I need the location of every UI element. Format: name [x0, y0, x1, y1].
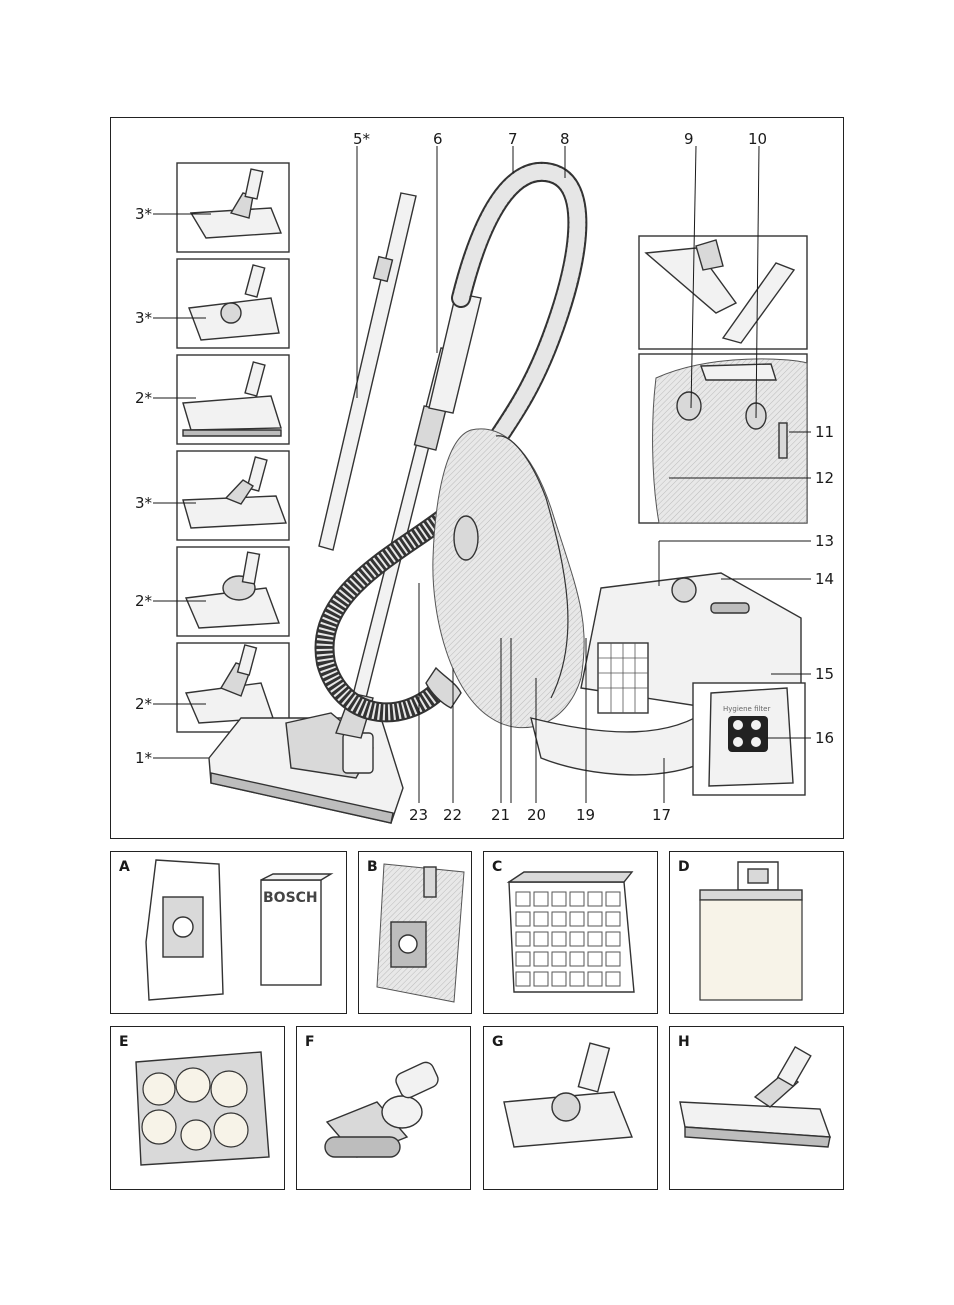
suction-tube-icon	[335, 292, 482, 739]
accessory-panel-g: G	[483, 1026, 658, 1190]
accessory-panel-f: F	[296, 1026, 471, 1190]
vacuum-top-detail-icon	[652, 358, 808, 524]
dust-bag-b-icon	[376, 863, 465, 1003]
main-figure-frame: Hygiene filter	[110, 117, 844, 839]
callout-label: 11	[815, 423, 835, 441]
panel-letter: F	[305, 1034, 315, 1050]
callout-label: 19	[576, 806, 596, 824]
turbo-nozzle-icon	[188, 264, 280, 341]
callout-label: 3*	[135, 494, 153, 512]
panel-letter: H	[678, 1034, 690, 1050]
callout-label: 20	[527, 806, 547, 824]
accessory-panel-b: B	[358, 851, 472, 1014]
accessory-panel-h: H	[669, 1026, 844, 1190]
callout-label: 3*	[135, 309, 153, 327]
accessory-panel-d: D	[669, 851, 844, 1014]
panel-letter: C	[492, 859, 503, 875]
accessory-panel-a: A BOSCH	[110, 851, 347, 1014]
panel-letter: A	[119, 859, 130, 875]
upholstery-nozzle-icon	[189, 168, 283, 239]
callout-label: 1*	[135, 749, 153, 767]
callout-label: 22	[443, 806, 463, 824]
panel-letter: E	[119, 1034, 129, 1050]
motor-protection-filter-icon	[699, 861, 803, 1001]
callout-label: 21	[491, 806, 511, 824]
svg-text:BOSCH: BOSCH	[263, 890, 318, 906]
callout-label: 8	[560, 130, 570, 148]
callout-label: 5*	[353, 130, 371, 148]
callout-label: 6	[433, 130, 443, 148]
parquet-nozzle-icon	[182, 456, 287, 529]
crevice-tool-icon	[644, 239, 796, 344]
callout-label: 2*	[135, 592, 153, 610]
brush-nozzle-h-icon	[679, 1045, 832, 1148]
callout-label: 12	[815, 469, 835, 487]
dust-bag-icon: BOSCH	[145, 859, 334, 1001]
telescopic-tube-icon	[318, 192, 417, 551]
panel-letter: D	[678, 859, 690, 875]
svg-text:Hygiene filter: Hygiene filter	[723, 705, 770, 713]
turbo-brush-icon	[324, 1061, 439, 1158]
callout-label: 13	[815, 532, 835, 550]
combination-nozzle-icon	[184, 551, 280, 629]
hose-icon	[314, 161, 588, 723]
nozzle-boxes	[176, 162, 290, 733]
combination-nozzle-2-icon	[184, 644, 274, 724]
accessory-panel-c: C	[483, 851, 658, 1014]
panel-letter: B	[367, 859, 378, 875]
callout-label: 10	[748, 130, 768, 148]
callout-label: 9	[684, 130, 694, 148]
panel-letter: G	[492, 1034, 504, 1050]
vacuum-cleaner-illustration: Hygiene filter	[153, 145, 811, 824]
filter-pack-icon: Hygiene filter	[708, 687, 794, 787]
accessory-panel-e: E	[110, 1026, 285, 1190]
vacuum-body-icon	[425, 428, 802, 776]
callout-label: 3*	[135, 205, 153, 223]
hepa-filter-icon	[506, 871, 635, 993]
callout-label: 14	[815, 570, 835, 588]
brush-nozzle-icon	[182, 361, 282, 437]
callout-label: 2*	[135, 695, 153, 713]
callout-label: 16	[815, 729, 835, 747]
turbo-nozzle-g-icon	[503, 1042, 634, 1148]
callout-label: 17	[652, 806, 672, 824]
exhaust-filter-icon	[135, 1051, 270, 1166]
callout-label: 23	[409, 806, 429, 824]
floor-nozzle-icon	[208, 712, 404, 824]
callout-label: 15	[815, 665, 835, 683]
callout-label: 7	[508, 130, 518, 148]
callout-label: 2*	[135, 389, 153, 407]
